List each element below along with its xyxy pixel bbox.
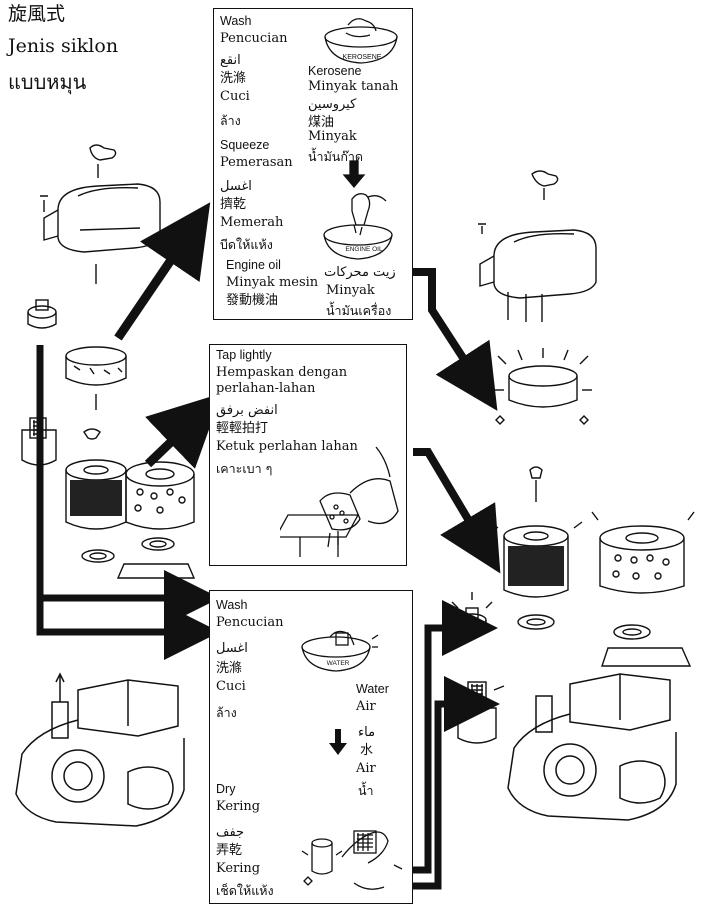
water-th: น้ำ bbox=[358, 783, 374, 799]
dry-parts-icon bbox=[294, 813, 410, 899]
dry-zh: 弄乾 bbox=[216, 843, 242, 859]
wash2-en: Wash bbox=[216, 597, 248, 613]
panel-wash-squeeze: Wash Pencucian انقع 洗滌 Cuci ล้าง KEROSEN… bbox=[213, 8, 413, 320]
dry-th: เช็ดให้แห้ง bbox=[216, 883, 274, 899]
squeeze-en: Squeeze bbox=[220, 137, 269, 153]
engine-oil-en: Engine oil bbox=[226, 257, 281, 273]
wash2-th: ล้าง bbox=[216, 705, 237, 721]
squeeze-th: บีดให้แห้ง bbox=[220, 237, 273, 253]
kerosene-ar: كيروسين bbox=[308, 97, 356, 113]
kerosene-en: Kerosene bbox=[308, 63, 362, 79]
dry-ms: Kering bbox=[216, 861, 260, 877]
water-en: Water bbox=[356, 681, 389, 697]
wash-en: Wash bbox=[220, 13, 252, 29]
down-arrow-icon bbox=[328, 729, 348, 757]
wing-nut-top bbox=[90, 145, 116, 160]
wash-id: Pencucian bbox=[220, 31, 287, 47]
water-bowl-label: WATER bbox=[327, 660, 350, 667]
engine-oil-ms: Minyak bbox=[326, 283, 375, 299]
squeeze-ms: Memerah bbox=[220, 215, 283, 231]
wash2-id: Pencucian bbox=[216, 615, 283, 631]
wash-ar: انقع bbox=[220, 53, 241, 69]
water-ms: Air bbox=[356, 761, 376, 777]
engine-oil-th: น้ำมันเครื่อง bbox=[326, 303, 391, 319]
engine-oil-bowl-label: ENGINE OIL bbox=[345, 246, 383, 253]
arrow-from-tap-panel bbox=[413, 452, 484, 546]
tap-element-on-table-icon bbox=[280, 441, 404, 559]
tap-zh: 輕輕拍打 bbox=[216, 421, 268, 437]
engine-left-illustration bbox=[8, 672, 198, 832]
squeeze-in-oil-icon: ENGINE OIL bbox=[318, 159, 404, 263]
water-zh: 水 bbox=[360, 743, 373, 759]
tap-id-line1: Hempaskan dengan bbox=[216, 365, 347, 381]
engine-oil-id: Minyak mesin bbox=[226, 275, 318, 291]
clean-foam-ring-illustration bbox=[488, 346, 598, 430]
dry-ar: جفف bbox=[216, 825, 244, 841]
wash-zh: 洗滌 bbox=[220, 71, 246, 87]
panel-tap-lightly: Tap lightly Hempaskan dengan perlahan-la… bbox=[209, 344, 407, 566]
kerosene-id: Minyak tanah bbox=[308, 79, 398, 95]
kerosene-bowl-label: KEROSENE bbox=[343, 54, 382, 61]
tap-ar: انفض برفق bbox=[216, 403, 278, 419]
engine-right-illustration bbox=[500, 666, 690, 826]
squeeze-ar: اغسل bbox=[220, 179, 252, 195]
water-bowl-icon: WATER bbox=[296, 625, 380, 681]
dry-en: Dry bbox=[216, 781, 235, 797]
panel-wash-water-dry: Wash Pencucian اغسل 洗滌 Cuci ล้าง WATER W… bbox=[209, 590, 413, 904]
wash-th: ล้าง bbox=[220, 113, 241, 129]
dry-id: Kering bbox=[216, 799, 260, 815]
tap-en: Tap lightly bbox=[216, 347, 272, 363]
engine-oil-ar: زيت محركات bbox=[324, 265, 396, 281]
water-id: Air bbox=[356, 699, 376, 715]
squeeze-id: Pemerasan bbox=[220, 155, 293, 171]
wash2-ms: Cuci bbox=[216, 679, 246, 695]
squeeze-zh: 擠乾 bbox=[220, 197, 246, 213]
water-ar: ماء bbox=[358, 725, 375, 741]
wash2-zh: 洗滌 bbox=[216, 661, 242, 677]
tap-th: เคาะเบา ๆ bbox=[216, 461, 272, 477]
wash2-ar: اغسل bbox=[216, 641, 248, 657]
wash-ms: Cuci bbox=[220, 89, 250, 105]
engine-oil-zh: 發動機油 bbox=[226, 293, 278, 309]
exploded-air-cleaner-illustration bbox=[20, 140, 200, 580]
kerosene-ms: Minyak bbox=[308, 129, 357, 145]
air-cleaner-cover bbox=[58, 184, 160, 252]
reassembled-cover-illustration bbox=[468, 160, 678, 330]
tap-id-line2: perlahan-lahan bbox=[216, 381, 315, 397]
